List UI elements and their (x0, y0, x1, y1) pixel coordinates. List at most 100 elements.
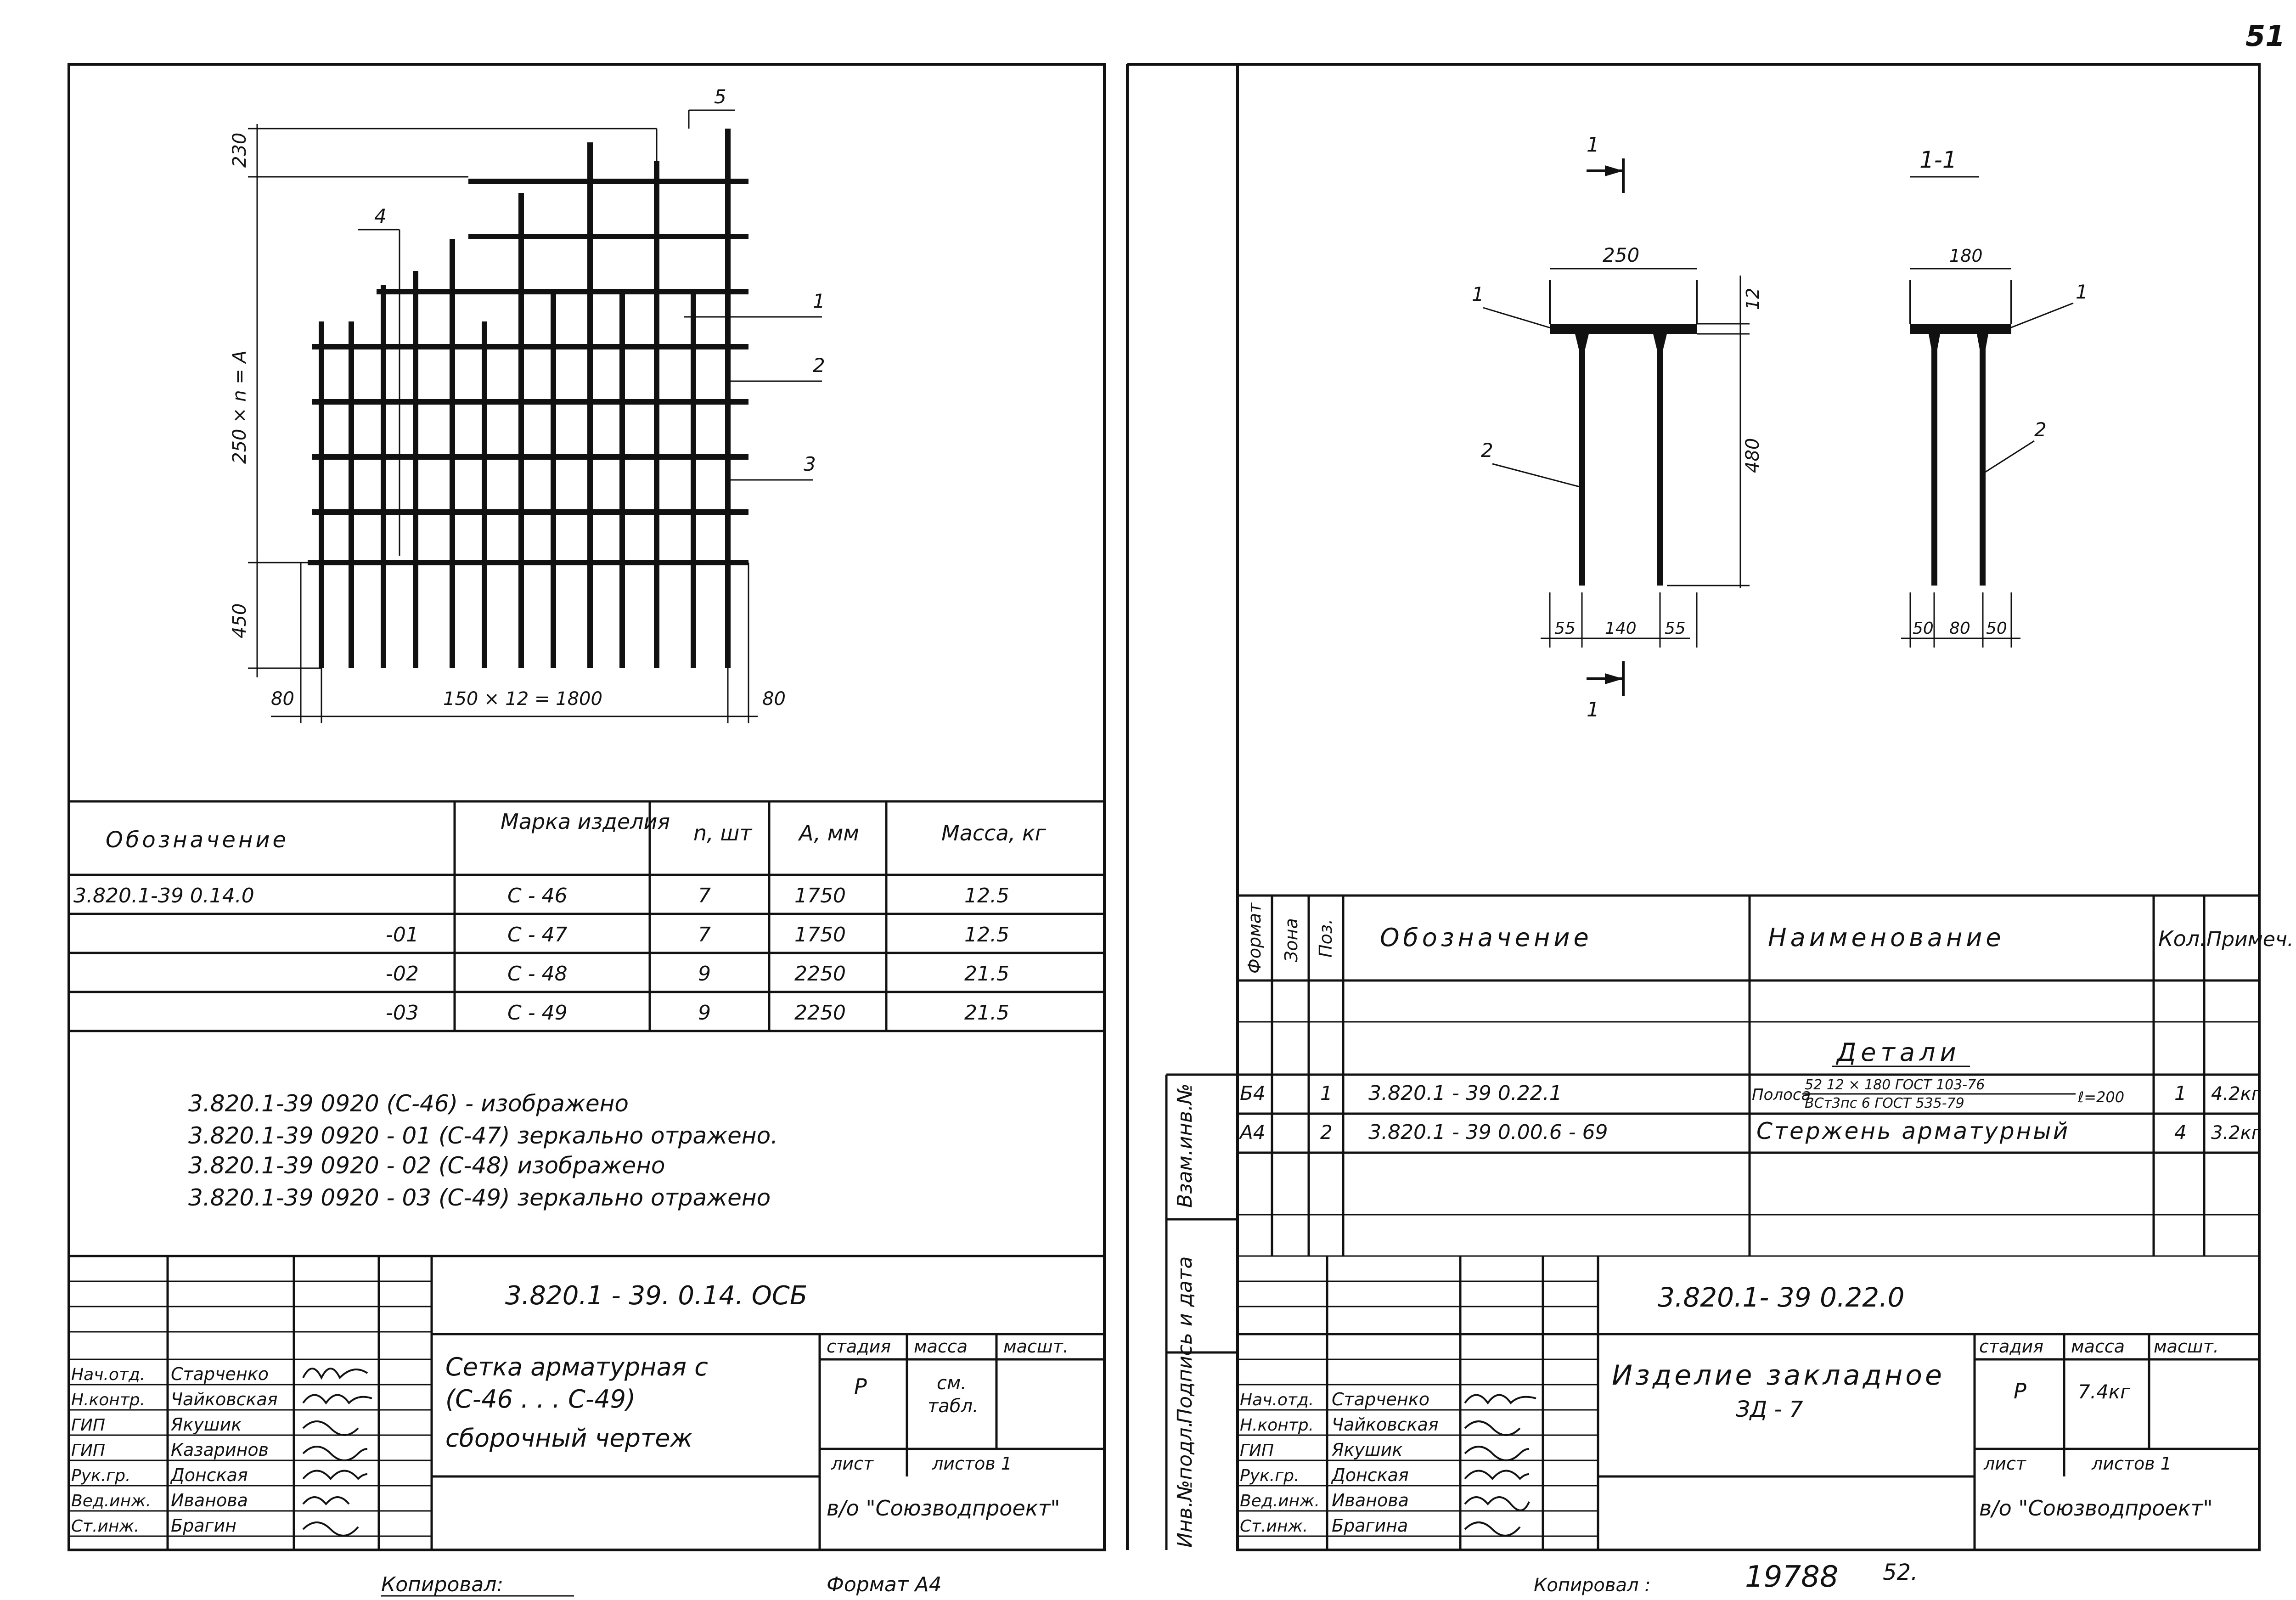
spec-th-naim: Наименование (1768, 923, 2005, 952)
dim-55a: 55 (1554, 619, 1576, 638)
row0-oboz: 3.820.1-39 0.14.0 (73, 884, 254, 907)
leader-2: 2 (813, 354, 825, 377)
note-3: 3.820.1-39 0920 - 02 (С-48) изображено (188, 1152, 665, 1179)
stamp-masht-label: масшт. (1003, 1336, 1069, 1357)
rperson-4-name: Иванова (1332, 1490, 1409, 1510)
spec-th-format: Формат (1244, 902, 1265, 974)
stamp-massa-val-2: табл. (928, 1396, 979, 1417)
leader-2b: 2 (2034, 418, 2047, 441)
stamp-title-3: сборочный чертеж (445, 1424, 693, 1453)
left-stamp: 3.820.1 - 39. 0.14. ОСБ Сетка арматурная… (69, 1255, 1104, 1550)
stamp-massa-label: масса (914, 1336, 968, 1357)
spec-section-title: Детали (1836, 1038, 1961, 1067)
row0-marka: С - 46 (507, 884, 568, 907)
footer-kopiroval-left: Копировал: (381, 1573, 503, 1596)
spec-row0-frac-bot: ВСт3пс 6 ГОСТ 535-79 (1805, 1095, 1964, 1111)
rperson-3-name: Донская (1331, 1465, 1409, 1485)
th-marka-label: Марка изделия (501, 809, 670, 834)
rstamp-masht-label: масшт. (2154, 1336, 2219, 1357)
spec-row1-naim: Стержень арматурный (1756, 1118, 2070, 1144)
footer-number: 19788 (1745, 1560, 1839, 1594)
person-2-role: ГИП (71, 1416, 105, 1435)
row1-n: 7 (698, 923, 711, 946)
rstamp-list-label: лист (1983, 1454, 2027, 1474)
section-mark-bottom: 1 (1587, 698, 1599, 721)
rperson-2-role: ГИП (1240, 1441, 1274, 1460)
dim-250: 250 (1603, 244, 1639, 266)
dim-1800: 150 × 12 = 1800 (443, 688, 602, 710)
rperson-2-name: Якушик (1331, 1440, 1402, 1460)
th-oboz: Обозначение (106, 827, 289, 853)
row1-massa: 12.5 (964, 923, 1009, 946)
spec-row0-prim: 4.2кг (2211, 1083, 2262, 1104)
dim-55b: 55 (1665, 619, 1686, 638)
spec-table: Формат Зона Поз. Обозначение Наименовани… (1238, 894, 2294, 1257)
row3-marka: С - 49 (507, 1001, 568, 1025)
notes: 3.820.1-39 0920 (С-46) - изображено 3.82… (188, 1090, 778, 1211)
signatures-left (302, 1368, 372, 1537)
th-n: n, шт (693, 821, 752, 845)
side-label-vzam: Взам.инв.№ (1173, 1083, 1197, 1208)
row3-n: 9 (698, 1001, 711, 1025)
leader-5: 5 (714, 85, 726, 108)
rperson-3-role: Рук.гр. (1240, 1466, 1299, 1485)
spec-th-oboz: Обозначение (1380, 923, 1593, 952)
stamp-code: 3.820.1 - 39. 0.14. ОСБ (505, 1281, 807, 1311)
row3-oboz: -03 (386, 1001, 419, 1025)
spec-row1-poz: 2 (1320, 1121, 1333, 1144)
dim-50b: 50 (1986, 619, 2007, 638)
stamp-listov-label: листов 1 (932, 1454, 1012, 1474)
mesh-drawing: 230 250 × n = A 450 80 150 × 12 = 1800 8… (229, 85, 825, 723)
spec-row0-naim-prefix: Полоса (1752, 1086, 1811, 1104)
dim-80-left: 80 (271, 688, 294, 710)
footer-page2: 52. (1883, 1560, 1918, 1585)
spec-row0-naim-suffix: ℓ=200 (2077, 1088, 2124, 1106)
rstamp-stadia: Р (2014, 1379, 2026, 1403)
dim-80: 80 (1949, 619, 1970, 638)
person-3-role: ГИП (71, 1441, 105, 1460)
rperson-1-role: Н.контр. (1240, 1416, 1314, 1435)
person-0-name: Старченко (171, 1364, 269, 1384)
leader-1a: 1 (1472, 283, 1484, 305)
left-table: Обозначение Марка изделия n, шт A, мм Ма… (69, 800, 1104, 1032)
section-title: 1-1 (1919, 146, 1957, 173)
person-4-role: Рук.гр. (71, 1466, 130, 1485)
dim-230: 230 (229, 133, 250, 168)
dim-250n: 250 × n = A (229, 350, 250, 464)
leader-2a: 2 (1481, 439, 1493, 462)
rstamp-title-2: ЗД - 7 (1736, 1397, 1803, 1422)
stamp-stadia-label: стадия (827, 1336, 891, 1357)
rperson-5-role: Ст.инж. (1240, 1517, 1308, 1536)
leader-1b: 1 (2076, 281, 2088, 303)
spec-row0-format: Б4 (1240, 1082, 1266, 1104)
right-stamp: 3.820.1- 39 0.22.0 Изделие закладное ЗД … (1238, 1256, 2259, 1550)
rperson-0-name: Старченко (1332, 1389, 1429, 1409)
side-label-podp: Подпись и дата (1173, 1256, 1197, 1424)
footer: Копировал: Формат А4 Копировал : 19788 5… (381, 1560, 1918, 1597)
section-mark-top: 1 (1587, 133, 1599, 157)
person-5-name: Иванова (171, 1490, 248, 1510)
th-massa: Масса, кг (941, 821, 1047, 845)
footer-kopiroval-right: Копировал : (1534, 1575, 1651, 1596)
spec-th-prim: Примеч. (2206, 928, 2294, 951)
side-label-inv: Инв.№подл. (1173, 1421, 1197, 1548)
page-number: 51 (2245, 19, 2285, 53)
dim-12: 12 (1743, 288, 1763, 310)
person-0-role: Нач.отд. (71, 1365, 145, 1384)
rstamp-code: 3.820.1- 39 0.22.0 (1658, 1282, 1904, 1313)
leader-4: 4 (374, 205, 387, 227)
person-1-name: Чайковская (171, 1389, 278, 1409)
rstamp-listov-label: листов 1 (2091, 1454, 2172, 1474)
note-4: 3.820.1-39 0920 - 03 (С-49) зеркально от… (188, 1184, 771, 1211)
rstamp-massa-label: масса (2071, 1336, 2125, 1357)
th-marka: Марка изделия (501, 809, 670, 834)
row1-marka: С - 47 (507, 923, 568, 946)
rstamp-massa-val: 7.4кг (2078, 1380, 2131, 1403)
row2-massa: 21.5 (964, 962, 1009, 986)
row1-oboz: -01 (386, 923, 419, 946)
row2-n: 9 (698, 962, 711, 986)
spec-row0-frac-top: 52 12 × 180 ГОСТ 103-76 (1805, 1077, 1985, 1093)
spec-row0-poz: 1 (1320, 1082, 1333, 1104)
row0-n: 7 (698, 884, 711, 907)
spec-row0-kol: 1 (2174, 1082, 2187, 1104)
